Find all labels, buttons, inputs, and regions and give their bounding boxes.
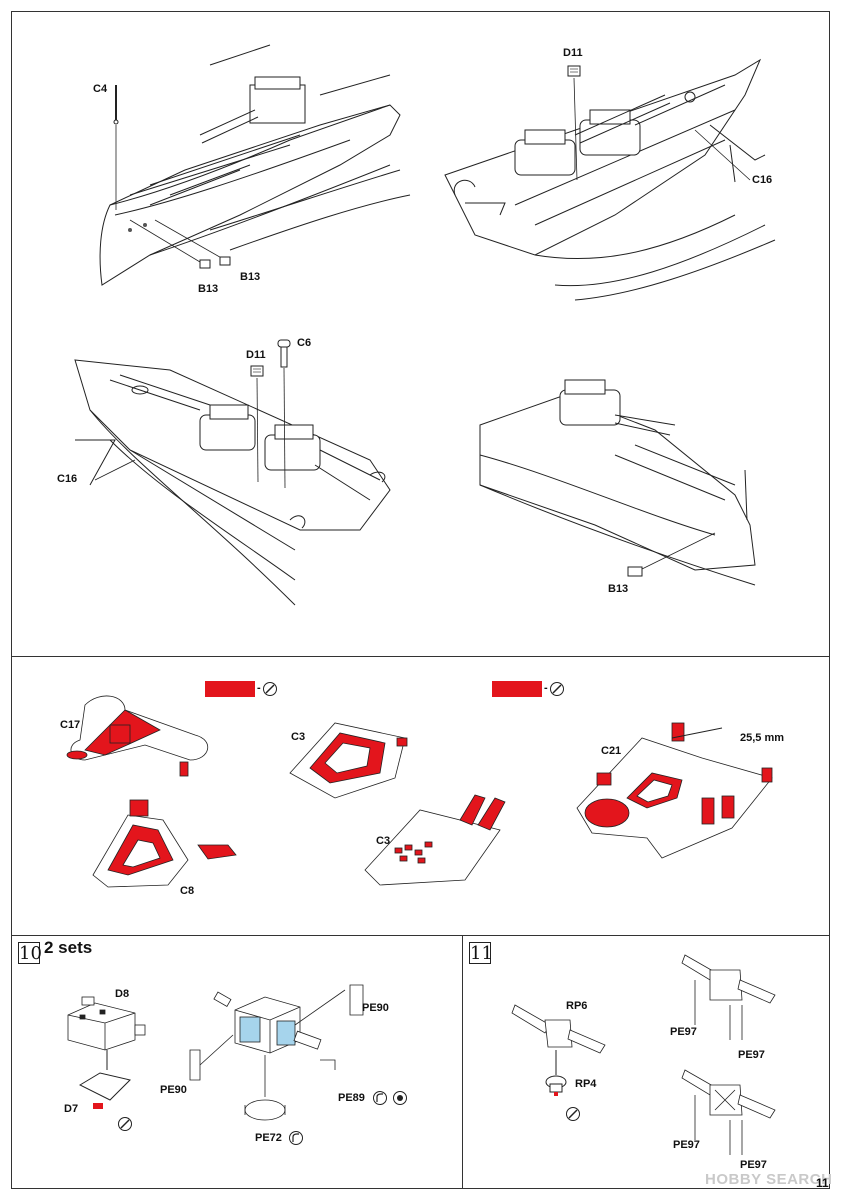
label-pe97-b: PE97 bbox=[738, 1049, 765, 1061]
part-d7 bbox=[78, 1050, 131, 1109]
c16-part-mid bbox=[75, 439, 136, 486]
step-10-sets: 2 sets bbox=[44, 938, 93, 957]
paint-swatch-right bbox=[492, 681, 542, 697]
stern-view-3 bbox=[74, 359, 391, 606]
divider-top bbox=[11, 656, 830, 657]
bow-view-2 bbox=[444, 58, 776, 301]
label-pe90-left: PE90 bbox=[160, 1084, 187, 1096]
page-frame bbox=[11, 11, 830, 1189]
b13-part-right bbox=[627, 532, 716, 577]
label-b13-b: B13 bbox=[240, 271, 261, 283]
label-c16-top: C16 bbox=[752, 174, 773, 186]
step-11-number: 11 bbox=[469, 942, 493, 964]
label-b13-a: B13 bbox=[198, 283, 219, 295]
c16-part-top bbox=[694, 124, 766, 183]
d11-part-mid bbox=[250, 365, 264, 483]
bend-icon-pe89 bbox=[373, 1091, 387, 1105]
label-pe97-c: PE97 bbox=[673, 1139, 700, 1151]
divider-steps bbox=[462, 935, 463, 1189]
label-c16-mid: C16 bbox=[57, 473, 78, 485]
c4-part bbox=[113, 85, 119, 210]
label-c6: C6 bbox=[297, 337, 312, 349]
b13-leader bbox=[129, 219, 231, 269]
part-rp6 bbox=[511, 1004, 606, 1054]
part-c21 bbox=[576, 722, 773, 859]
label-pe97-a: PE97 bbox=[670, 1026, 697, 1038]
label-c4: C4 bbox=[93, 83, 108, 95]
label-c8: C8 bbox=[180, 885, 195, 897]
brush-icon-left bbox=[263, 682, 277, 696]
label-c21: C21 bbox=[601, 745, 622, 757]
c6-part bbox=[277, 339, 291, 489]
label-c3-bottom: C3 bbox=[376, 835, 391, 847]
part-pe97-top bbox=[681, 954, 776, 1040]
part-c8 bbox=[92, 799, 237, 888]
label-c3-top: C3 bbox=[291, 731, 306, 743]
dash-right: - bbox=[544, 682, 548, 694]
part-pe97-bottom bbox=[681, 1069, 776, 1155]
label-rp6: RP6 bbox=[566, 1000, 588, 1012]
label-d11-top: D11 bbox=[563, 47, 583, 59]
page-number: 11 bbox=[816, 1176, 829, 1190]
label-pe97-d: PE97 bbox=[740, 1159, 767, 1171]
label-rp4: RP4 bbox=[575, 1078, 597, 1090]
part-c3-top bbox=[289, 722, 408, 799]
d11-part-top bbox=[567, 65, 581, 181]
step-10-number: 10 bbox=[18, 942, 42, 964]
label-d8: D8 bbox=[115, 988, 130, 1000]
watermark: HOBBY SEARCH bbox=[705, 1171, 833, 1188]
part-c17 bbox=[66, 695, 208, 777]
part-d8 bbox=[67, 996, 146, 1051]
label-pe89: PE89 bbox=[338, 1092, 365, 1104]
bow-view-1 bbox=[99, 44, 411, 286]
label-b13-right: B13 bbox=[608, 583, 629, 595]
bow-view-4 bbox=[479, 379, 756, 586]
glue-icon-pe89 bbox=[393, 1091, 407, 1105]
brush-icon-right bbox=[550, 682, 564, 696]
paint-swatch-left bbox=[205, 681, 255, 697]
label-pe90-right: PE90 bbox=[362, 1002, 389, 1014]
dash-left: - bbox=[257, 682, 261, 694]
brush-icon-rp4 bbox=[566, 1107, 580, 1121]
part-rp4 bbox=[545, 1050, 567, 1096]
divider-bottom bbox=[11, 935, 830, 936]
dimension-label: 25,5 mm bbox=[740, 732, 785, 744]
label-d11-mid: D11 bbox=[246, 349, 266, 361]
bend-icon-pe72 bbox=[289, 1131, 303, 1145]
label-pe72: PE72 bbox=[255, 1132, 282, 1144]
part-c3-bottom bbox=[364, 794, 506, 886]
part-assembly-10 bbox=[189, 984, 364, 1121]
brush-icon-d7 bbox=[118, 1117, 132, 1131]
label-c17: C17 bbox=[60, 719, 81, 731]
label-d7: D7 bbox=[64, 1103, 79, 1115]
